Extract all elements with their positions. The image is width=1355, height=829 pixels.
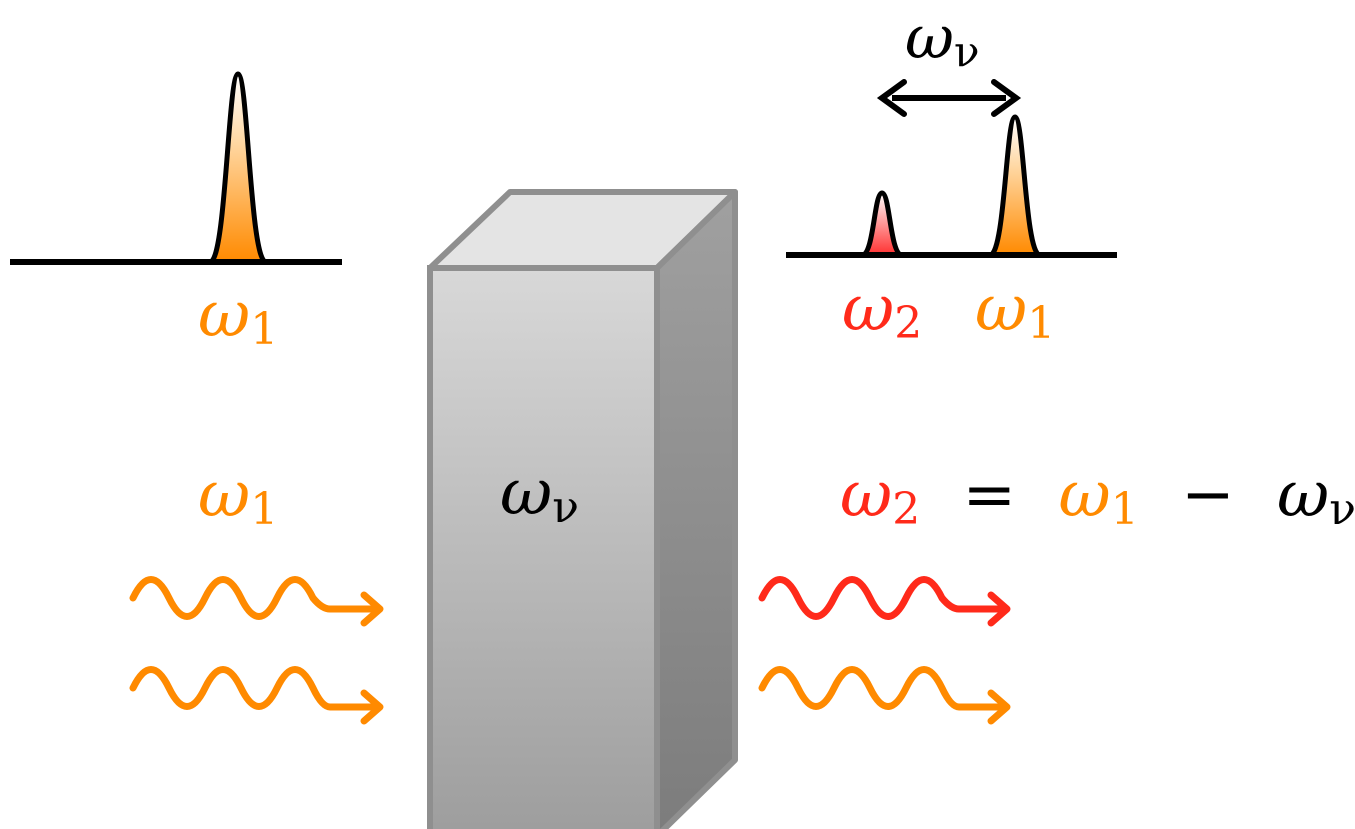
stokes-peak	[859, 190, 905, 258]
wavy-arrow-icon	[129, 576, 384, 627]
wavy-arrow-icon	[129, 666, 384, 725]
incident-peak-label: ω1	[198, 278, 278, 355]
wavy-arrow-icon	[758, 666, 1011, 725]
medium-label: ων	[500, 456, 579, 533]
block-front-face	[427, 265, 660, 829]
outgoing-waves	[758, 576, 1011, 725]
incident-peak	[207, 71, 269, 265]
separation-label: ων	[905, 3, 979, 76]
rayleigh-peak	[987, 114, 1043, 258]
eq-term2: ω	[1277, 458, 1329, 532]
eq-term1: ω	[1059, 458, 1111, 532]
block-side-face	[654, 189, 738, 829]
medium-block	[427, 189, 738, 829]
rayleigh-peak-label: ω1	[975, 272, 1055, 349]
wavy-arrow-icon	[758, 576, 1011, 627]
stokes-peak-label: ω2	[842, 272, 922, 349]
scattered-spectrum	[786, 79, 1117, 258]
input-beam-label: ω1	[198, 458, 278, 535]
incident-spectrum	[10, 71, 342, 265]
double-arrow-icon	[876, 79, 1022, 117]
raman-shift-equation: ω2 = ω1 − ων	[840, 458, 1355, 540]
eq-lhs: ω	[840, 458, 892, 532]
incoming-waves	[129, 576, 384, 725]
